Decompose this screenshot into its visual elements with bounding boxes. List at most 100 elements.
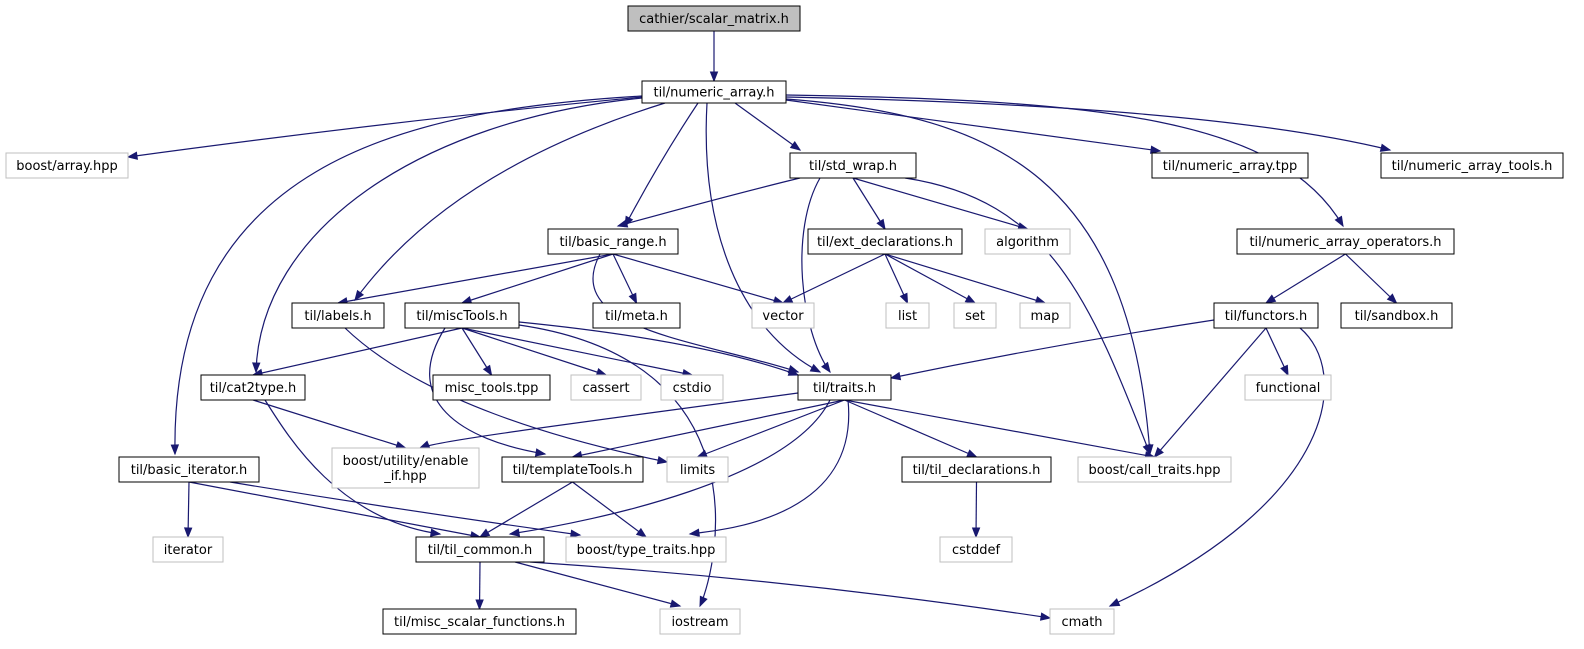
node-numeric-array-tpp[interactable]: til/numeric_array.tpp	[1151, 152, 1309, 179]
edge-numeric_array_operators-to-functors	[1264, 253, 1346, 304]
edge-functors-to-traits	[889, 319, 1215, 381]
edge-numeric_array-to-std_wrap	[734, 102, 802, 151]
edge-line	[509, 399, 831, 535]
edge-numeric_array-to-basic_iterator	[170, 95, 643, 456]
node-labels[interactable]: til/labels.h	[291, 302, 385, 329]
node-basic-iterator[interactable]: til/basic_iterator.h	[118, 456, 260, 483]
node-templateTools[interactable]: til/templateTools.h	[501, 456, 644, 483]
node-miscTools[interactable]: til/miscTools.h	[404, 302, 520, 329]
edge-line	[624, 102, 699, 227]
edge-line	[852, 177, 886, 230]
node-sandbox[interactable]: til/sandbox.h	[1340, 302, 1453, 329]
edge-ext_declarations-to-map	[884, 253, 1047, 305]
node-ext-declarations[interactable]: til/ext_declarations.h	[807, 228, 963, 255]
node-label: iterator	[164, 543, 213, 558]
node-label: til/numeric_array.h	[653, 86, 774, 101]
edge-line	[514, 561, 681, 607]
node-scalar-matrix[interactable]: cathier/scalar_matrix.h	[627, 5, 801, 32]
edge-miscTools-to-misc_tools_tpp	[461, 327, 493, 377]
node-functors[interactable]: til/functors.h	[1213, 302, 1319, 329]
edge-line	[127, 96, 643, 158]
node-label: _if.hpp	[383, 469, 427, 484]
node-iostream: iostream	[659, 608, 741, 635]
edge-traits-to-enable_if	[418, 392, 799, 449]
edge-arrowhead	[899, 292, 909, 305]
node-numeric-array-tools[interactable]: til/numeric_array_tools.h	[1380, 152, 1564, 179]
edge-basic_range-to-vector	[612, 253, 785, 305]
edge-line	[785, 94, 1344, 227]
edge-ext_declarations-to-list	[884, 253, 909, 305]
node-misc-scalar-functions[interactable]: til/misc_scalar_functions.h	[382, 608, 577, 635]
edge-arrowhead	[971, 527, 981, 539]
edge-line	[264, 399, 441, 535]
edge-cat2type-to-til_common	[264, 399, 442, 537]
node-basic-range[interactable]: til/basic_range.h	[547, 228, 679, 255]
edge-basic_iterator-to-til_common	[188, 481, 482, 540]
node-label: til/numeric_array.tpp	[1163, 159, 1297, 174]
edge-std_wrap-to-call_traits	[904, 177, 1151, 456]
edge-line	[844, 399, 977, 458]
nodes-layer: cathier/scalar_matrix.h til/numeric_array…	[5, 5, 1564, 635]
edge-arrowhead	[1264, 294, 1277, 304]
edge-line	[1265, 253, 1346, 304]
node-label: cstdio	[673, 381, 712, 396]
node-box	[984, 228, 1071, 255]
node-box	[382, 608, 577, 635]
edge-line	[782, 253, 886, 304]
node-box	[415, 536, 545, 563]
node-label: til/til_common.h	[428, 543, 533, 558]
node-numeric-array-operators[interactable]: til/numeric_array_operators.h	[1236, 228, 1455, 255]
edge-std_wrap-to-ext_declarations	[852, 177, 886, 231]
node-box	[404, 302, 520, 329]
node-box	[118, 456, 260, 483]
edge-line	[529, 561, 1051, 619]
node-label: til/til_declarations.h	[913, 463, 1041, 478]
edges-layer	[126, 31, 1398, 621]
edge-numeric_array-to-boost_array	[126, 96, 643, 160]
edge-line	[697, 399, 845, 458]
edge-arrowhead	[966, 449, 978, 458]
edge-numeric_array-to-cat2type	[252, 97, 643, 374]
edge-line	[785, 98, 1151, 455]
node-label: functional	[1256, 381, 1321, 396]
node-traits[interactable]: til/traits.h	[797, 374, 892, 401]
node-til-declarations[interactable]: til/til_declarations.h	[901, 456, 1052, 483]
edge-ext_declarations-to-vector	[781, 253, 886, 304]
node-til-common[interactable]: til/til_common.h	[415, 536, 545, 563]
node-cat2type[interactable]: til/cat2type.h	[200, 374, 306, 401]
edge-arrowhead	[628, 292, 638, 305]
node-label: map	[1031, 309, 1060, 324]
edge-numeric_array-to-numeric_array_tpp	[785, 99, 1162, 154]
node-box	[1049, 608, 1115, 635]
node-label: cmath	[1061, 615, 1102, 630]
edge-line	[337, 253, 614, 304]
edge-line	[844, 399, 1155, 458]
node-cassert: cassert	[570, 374, 642, 401]
node-box	[331, 447, 480, 489]
edge-line	[890, 319, 1215, 379]
edge-numeric_array_operators-to-sandbox	[1345, 253, 1398, 304]
edge-til_declarations-to-cstddef	[971, 481, 981, 539]
edge-line	[1154, 327, 1267, 458]
edge-arrowhead	[430, 528, 442, 537]
edge-basic_range-to-labels	[336, 253, 614, 306]
edge-traits-to-limits	[696, 399, 845, 458]
edge-traits-to-til_common	[508, 399, 831, 537]
node-cstdio: cstdio	[660, 374, 724, 401]
edge-line	[884, 253, 976, 304]
edge-arrowhead	[475, 599, 484, 611]
node-label: iostream	[671, 615, 728, 630]
node-numeric-array[interactable]: til/numeric_array.h	[641, 80, 787, 104]
node-meta[interactable]: til/meta.h	[592, 302, 681, 329]
edge-arrowhead	[1142, 443, 1151, 456]
edge-arrowhead	[1334, 215, 1344, 228]
node-std-wrap[interactable]: til/std_wrap.h	[789, 152, 917, 179]
edge-arrowhead	[1153, 447, 1164, 459]
node-misc-tools-tpp[interactable]: misc_tools.tpp	[432, 374, 551, 401]
node-box	[797, 374, 892, 401]
node-label: til/cat2type.h	[210, 381, 297, 396]
edge-numeric_array-to-traits	[705, 102, 822, 373]
node-label: cstddef	[952, 543, 1001, 558]
node-box	[1380, 152, 1564, 179]
